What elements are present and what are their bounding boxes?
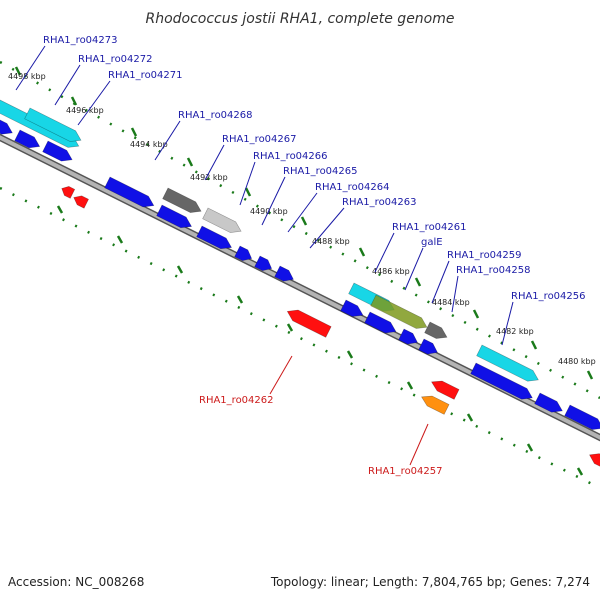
tick-mark — [300, 216, 308, 226]
gene-blue — [104, 176, 155, 208]
tick-mark — [186, 157, 194, 167]
leader-line — [54, 64, 81, 106]
tick-mark — [14, 66, 22, 76]
gene-label-forward-4: RHA1_ro04267 — [222, 134, 297, 145]
genome-summary-text: Topology: linear; Length: 7,804,765 bp; … — [270, 575, 590, 589]
gene-label-forward-9: RHA1_ro04261 — [392, 222, 467, 233]
gene-blue — [274, 265, 294, 282]
gene-label-forward-5: RHA1_ro04266 — [253, 151, 328, 162]
gene-labels: RHA1_ro04273RHA1_ro04272RHA1_ro04271RHA1… — [15, 35, 586, 477]
tick-label-7: 4484 kbp — [432, 298, 470, 307]
leader-line — [77, 80, 111, 126]
gene-blue — [470, 362, 533, 400]
leader-line — [15, 45, 46, 91]
tick-mark — [472, 309, 480, 319]
tick-mark — [70, 96, 78, 106]
leader-line — [404, 247, 424, 291]
tick-label-5: 4488 kbp — [312, 237, 350, 246]
leader-line — [287, 192, 318, 233]
gene-gray-4259 — [424, 321, 448, 339]
genome-backbone — [0, 133, 600, 442]
gene-blue — [398, 328, 418, 345]
tick-label-2: 4494 kbp — [130, 140, 168, 149]
tick-label-9: 4480 kbp — [558, 357, 596, 366]
tick-mark — [358, 247, 366, 257]
accession-text: Accession: NC_008268 — [8, 575, 144, 589]
tick-mark — [586, 370, 594, 380]
leader-line — [431, 260, 450, 304]
gene-red-4262 — [286, 309, 332, 338]
gene-label-forward-11: RHA1_ro04259 — [447, 250, 522, 261]
gene-red — [589, 453, 600, 469]
tick-label-3: 4492 kbp — [190, 173, 228, 182]
tick-mark — [346, 350, 354, 359]
gene-red — [73, 195, 89, 209]
tick-mark — [244, 187, 252, 197]
gene-blue — [0, 114, 13, 135]
tick-mark — [56, 205, 64, 214]
tick-label-6: 4486 kbp — [372, 267, 410, 276]
gene-gray-dark — [162, 187, 202, 213]
tick-label-8: 4482 kbp — [496, 327, 534, 336]
gene-label-forward-10: galE — [421, 237, 443, 248]
gene-label-reverse-0: RHA1_ro04262 — [199, 395, 274, 406]
ruler-lower — [0, 186, 600, 490]
leader-line — [501, 301, 514, 346]
leader-line — [204, 144, 225, 181]
leader-line — [154, 120, 181, 161]
leader-line — [261, 176, 286, 226]
tick-mark — [576, 467, 584, 476]
tick-mark — [176, 265, 184, 274]
gene-blue — [196, 225, 232, 250]
gene-blue — [14, 129, 41, 149]
gene-label-forward-2: RHA1_ro04271 — [108, 70, 183, 81]
gene-blue — [156, 204, 192, 229]
leader-line — [239, 161, 256, 206]
gene-red — [431, 380, 460, 400]
leader-line — [451, 275, 459, 313]
gene-label-forward-1: RHA1_ro04272 — [78, 54, 153, 65]
gene-red — [61, 186, 76, 199]
tick-marks — [14, 66, 594, 476]
gene-blue — [418, 338, 438, 355]
gene-label-forward-0: RHA1_ro04273 — [43, 35, 118, 46]
gene-label-forward-3: RHA1_ro04268 — [178, 110, 253, 121]
gene-olive-gale — [370, 294, 428, 329]
gene-orange-4257 — [421, 395, 450, 415]
gene-label-forward-12: RHA1_ro04258 — [456, 265, 531, 276]
gene-cyan-4272 — [24, 107, 82, 142]
gene-blue — [42, 140, 73, 162]
tick-mark — [116, 235, 124, 244]
tick-label-0: 4498 kbp — [8, 72, 46, 81]
map-title: Rhodococcus jostii RHA1, complete genome — [145, 11, 454, 27]
tick-mark — [236, 295, 244, 304]
tick-mark — [406, 381, 414, 390]
tick-mark — [466, 413, 474, 422]
gene-blue — [254, 255, 273, 271]
gene-gray-light — [202, 207, 242, 233]
tick-mark — [530, 340, 538, 350]
gene-blue — [564, 404, 600, 430]
tick-mark — [526, 443, 534, 452]
gene-label-forward-6: RHA1_ro04265 — [283, 166, 358, 177]
gene-label-forward-7: RHA1_ro04264 — [315, 182, 390, 193]
gene-label-forward-13: RHA1_ro04256 — [511, 291, 586, 302]
tick-mark — [130, 127, 138, 137]
tick-mark — [414, 277, 422, 287]
leader-line — [269, 355, 293, 395]
gene-label-reverse-1: RHA1_ro04257 — [368, 466, 443, 477]
gene-features — [0, 95, 600, 469]
tick-mark — [286, 323, 294, 332]
leader-line — [409, 423, 429, 466]
leader-line — [374, 232, 395, 273]
gene-blue — [234, 245, 253, 261]
gene-label-forward-8: RHA1_ro04263 — [342, 197, 417, 208]
gene-blue — [534, 392, 563, 413]
gene-cyan-4256 — [476, 344, 539, 382]
gene-blue — [364, 311, 397, 334]
tick-label-1: 4496 kbp — [66, 106, 104, 115]
gene-blue — [340, 299, 364, 317]
leader-line — [309, 207, 345, 249]
